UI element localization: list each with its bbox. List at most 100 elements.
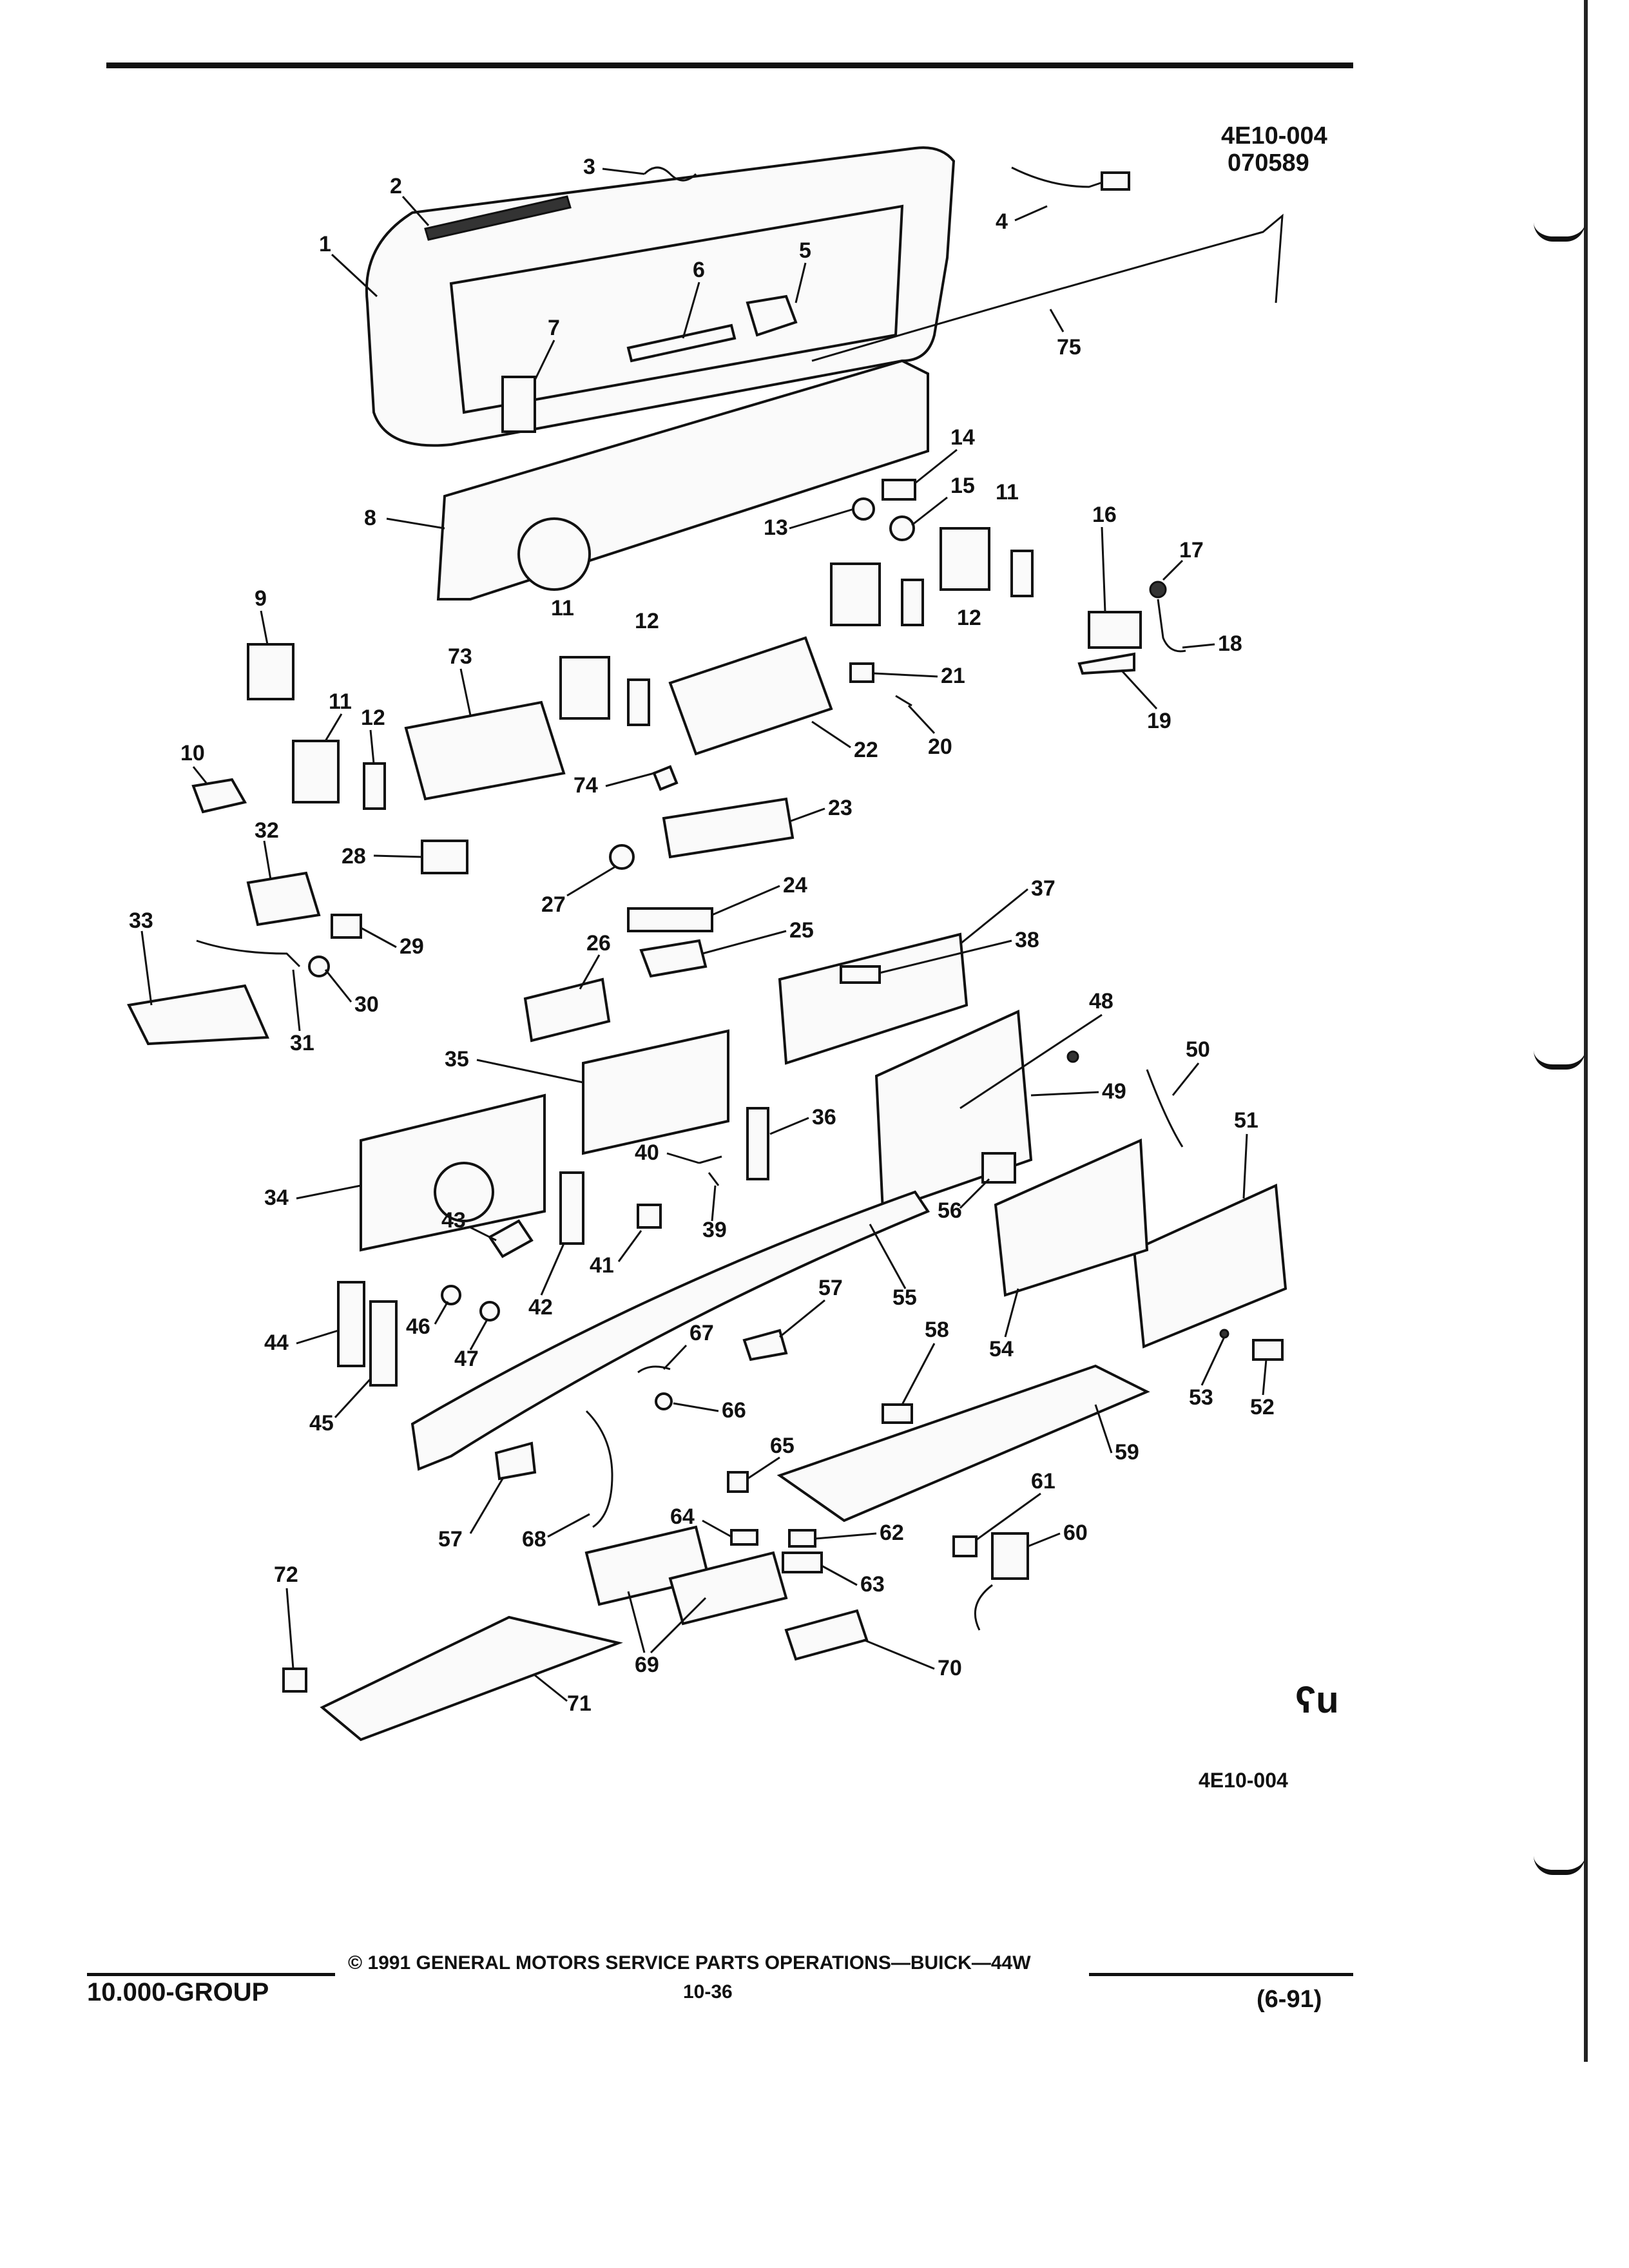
part-24 bbox=[627, 907, 713, 932]
part-vent-11a bbox=[292, 740, 340, 803]
part-57a bbox=[742, 1329, 788, 1361]
callout-43: 43 bbox=[441, 1208, 466, 1233]
leader-line bbox=[1182, 643, 1215, 649]
callout-61: 61 bbox=[1031, 1469, 1055, 1494]
callout-41: 41 bbox=[590, 1253, 614, 1278]
callout-35: 35 bbox=[445, 1047, 469, 1072]
callout-27: 27 bbox=[541, 892, 566, 917]
leader-line bbox=[1162, 559, 1184, 581]
part-lower-pad-55 bbox=[410, 1190, 930, 1471]
part-29 bbox=[331, 914, 362, 939]
callout-24: 24 bbox=[783, 873, 807, 898]
leader-line bbox=[540, 1243, 565, 1296]
callout-59: 59 bbox=[1115, 1440, 1139, 1465]
leader-line bbox=[260, 610, 269, 645]
leader-line bbox=[296, 1329, 339, 1345]
callout-30: 30 bbox=[354, 992, 379, 1017]
callout-57a: 57 bbox=[818, 1276, 843, 1300]
diagram-id: 4E10-004 bbox=[1221, 122, 1327, 149]
leader-line bbox=[711, 1185, 717, 1222]
callout-68: 68 bbox=[522, 1527, 546, 1552]
callout-31: 31 bbox=[290, 1031, 314, 1055]
callout-74: 74 bbox=[574, 773, 598, 798]
leader-line bbox=[789, 508, 854, 530]
leader-line bbox=[434, 1301, 449, 1325]
part-weatherstrip bbox=[811, 213, 1284, 362]
callout-19: 19 bbox=[1147, 709, 1171, 733]
part-70 bbox=[784, 1609, 869, 1661]
callout-33: 33 bbox=[129, 908, 153, 933]
leader-line bbox=[1094, 1404, 1113, 1454]
part-vent-11c bbox=[830, 562, 881, 626]
leader-line bbox=[869, 1224, 907, 1289]
callout-56: 56 bbox=[938, 1198, 962, 1223]
part-67 bbox=[637, 1365, 671, 1374]
part-duct-71 bbox=[320, 1615, 623, 1742]
leader-line bbox=[1120, 669, 1158, 710]
part-27 bbox=[609, 844, 635, 870]
footer-group: 10.000-GROUP bbox=[87, 1978, 269, 2006]
part-screw-48 bbox=[1066, 1050, 1079, 1063]
callout-7: 7 bbox=[548, 316, 560, 340]
leader-line bbox=[907, 704, 936, 735]
callout-63: 63 bbox=[860, 1572, 885, 1597]
part-harness-31 bbox=[196, 939, 301, 968]
part-61 bbox=[952, 1535, 978, 1557]
callout-60: 60 bbox=[1063, 1521, 1088, 1545]
part-69b bbox=[668, 1551, 788, 1626]
leader-line bbox=[959, 1178, 990, 1209]
callout-55: 55 bbox=[892, 1285, 917, 1310]
callout-71: 71 bbox=[567, 1691, 592, 1716]
part-ring-15 bbox=[889, 515, 915, 541]
callout-48: 48 bbox=[1089, 989, 1113, 1014]
callout-12b: 12 bbox=[635, 609, 659, 633]
leader-line bbox=[662, 1344, 688, 1370]
footer-revision: (6-91) bbox=[1257, 1986, 1322, 2013]
part-62 bbox=[788, 1529, 816, 1548]
callout-54: 54 bbox=[989, 1337, 1014, 1361]
part-clip-3 bbox=[643, 166, 697, 182]
leader-line bbox=[666, 1152, 700, 1164]
leader-line bbox=[1027, 1532, 1061, 1548]
leader-line bbox=[476, 1059, 584, 1084]
part-knob-13 bbox=[852, 497, 875, 521]
part-glovebox-door-51 bbox=[1132, 1184, 1287, 1349]
callout-58: 58 bbox=[925, 1318, 949, 1342]
leader-line bbox=[815, 1532, 877, 1540]
footer-rule-right bbox=[1089, 1973, 1353, 1976]
callout-53: 53 bbox=[1189, 1385, 1213, 1410]
leader-line bbox=[711, 885, 780, 916]
leader-line bbox=[360, 927, 397, 948]
part-9 bbox=[247, 643, 294, 700]
callout-45: 45 bbox=[309, 1411, 334, 1436]
leader-line bbox=[534, 340, 555, 381]
callout-1: 1 bbox=[319, 232, 331, 256]
leader-line bbox=[547, 1513, 590, 1538]
part-30 bbox=[308, 956, 330, 977]
callout-75: 75 bbox=[1057, 335, 1081, 360]
callout-36: 36 bbox=[812, 1105, 836, 1129]
callout-42: 42 bbox=[528, 1295, 553, 1320]
leader-line bbox=[911, 496, 948, 526]
callout-69: 69 bbox=[635, 1653, 659, 1677]
footer-rule-left bbox=[87, 1973, 335, 1976]
leader-line bbox=[901, 1343, 936, 1405]
callout-25: 25 bbox=[789, 918, 814, 943]
part-44 bbox=[337, 1281, 365, 1367]
leader-line bbox=[263, 840, 272, 880]
callout-9: 9 bbox=[255, 586, 267, 611]
part-wire-18 bbox=[1157, 599, 1186, 653]
part-41 bbox=[637, 1204, 662, 1229]
callout-73: 73 bbox=[448, 644, 472, 669]
callout-40: 40 bbox=[635, 1140, 659, 1165]
part-36 bbox=[746, 1107, 769, 1180]
callout-57b: 57 bbox=[438, 1527, 463, 1552]
part-vent-12b bbox=[627, 678, 650, 726]
part-72 bbox=[282, 1667, 307, 1693]
leader-line bbox=[579, 954, 601, 990]
callout-18: 18 bbox=[1218, 631, 1242, 656]
part-harness-68 bbox=[585, 1410, 613, 1528]
part-25 bbox=[639, 939, 708, 978]
part-vent-12c bbox=[901, 579, 924, 626]
leader-line bbox=[789, 807, 825, 823]
